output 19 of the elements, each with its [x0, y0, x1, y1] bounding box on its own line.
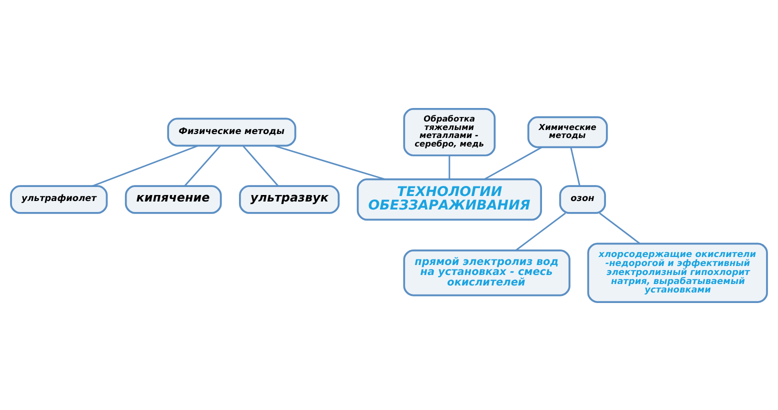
connector — [515, 212, 566, 250]
connector — [184, 144, 221, 186]
connector — [274, 144, 386, 180]
node-box: ТЕХНОЛОГИИ ОБЕЗЗАРАЖИВАНИЯ — [356, 178, 542, 220]
node-box: ультразвук — [239, 184, 340, 214]
node-box: Химические методы — [527, 116, 608, 148]
node-box: хлорсодержащие окислители -недорогой и эффективный электролизный гипохлорит натрия, вырабатываемый установками — [587, 242, 768, 302]
connector — [599, 212, 640, 244]
node-box: Обработка тяжелыми металлами - серебро, медь — [403, 108, 496, 156]
connector — [92, 144, 198, 186]
connector — [448, 155, 450, 179]
node-box: озон — [559, 184, 606, 214]
node-box: прямой электролиз вод на установках - смесь окислителей — [403, 248, 570, 296]
connector — [484, 146, 542, 180]
connector — [570, 146, 580, 186]
node-box: кипячение — [124, 184, 222, 214]
connector — [242, 144, 279, 186]
node-box: ультрафиолет — [10, 184, 108, 214]
node-box: Физические методы — [167, 117, 296, 146]
